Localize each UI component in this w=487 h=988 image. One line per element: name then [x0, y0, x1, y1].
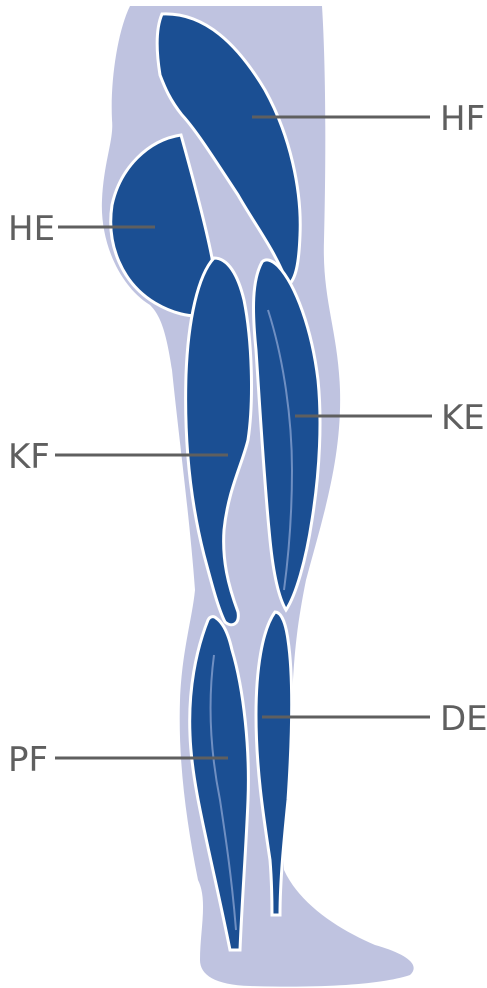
- he-label: HE: [8, 209, 55, 249]
- kf-label: KF: [8, 437, 50, 477]
- de-label: DE: [440, 699, 487, 739]
- hf-label: HF: [440, 99, 485, 139]
- ke-label: KE: [441, 398, 485, 438]
- pf-label: PF: [8, 740, 48, 780]
